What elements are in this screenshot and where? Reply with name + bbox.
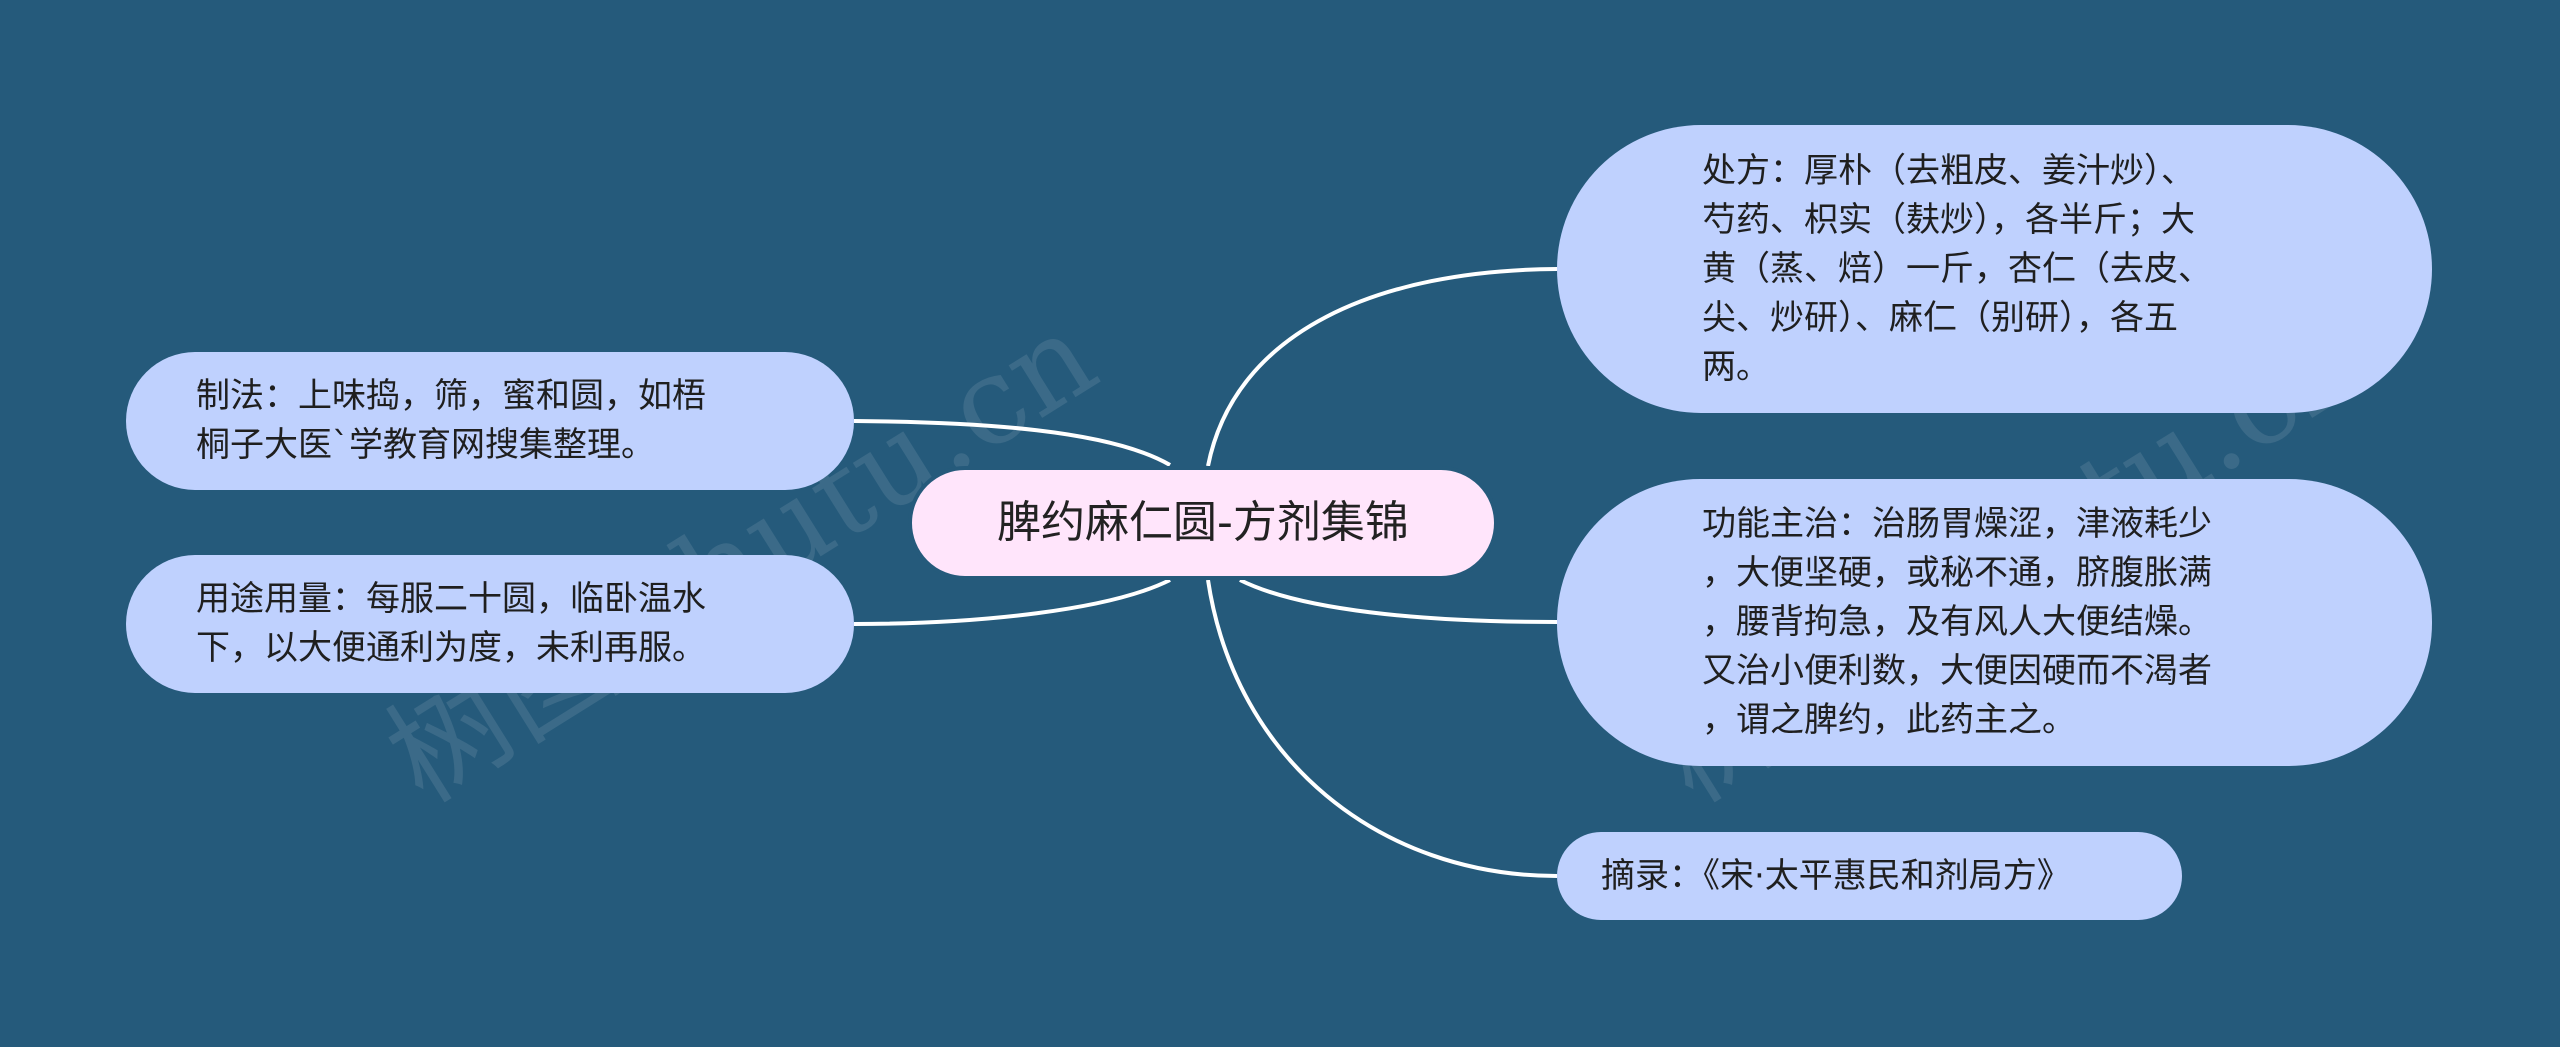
topic-node-yongtu[interactable]: 用途用量：每服二十圆，临卧温水 下，以大便通利为度，未利再服。	[126, 555, 854, 693]
connector-gongneng	[1239, 578, 1558, 624]
central-topic[interactable]: 脾约麻仁圆-方剂集锦	[908, 466, 1498, 580]
connector-zhailu	[1206, 579, 1558, 878]
topic-node-chufang[interactable]: 处方：厚朴（去粗皮、姜汁炒）、 芍药、枳实（麸炒），各半斤；大 黄（蒸、焙）一斤…	[1557, 125, 2432, 413]
connector-zhifa	[853, 419, 1172, 467]
topic-text: 制法：上味捣，筛，蜜和圆，如梧 桐子大医`学教育网搜集整理。	[196, 376, 706, 465]
connector-yongtu	[853, 578, 1171, 626]
topic-node-gongneng[interactable]: 功能主治：治肠胃燥涩，津液耗少 ，大便坚硬，或秘不通，脐腹胀满 ，腰背拘急，及有…	[1557, 479, 2432, 766]
topic-text: 功能主治：治肠胃燥涩，津液耗少 ，大便坚硬，或秘不通，脐腹胀满 ，腰背拘急，及有…	[1702, 504, 2212, 740]
topic-text: 用途用量：每服二十圆，临卧温水 下，以大便通利为度，未利再服。	[196, 579, 706, 668]
topic-text: 处方：厚朴（去粗皮、姜汁炒）、 芍药、枳实（麸炒），各半斤；大 黄（蒸、焙）一斤…	[1702, 150, 2212, 387]
topic-text: 摘录：《宋·太平惠民和剂局方》	[1601, 855, 2071, 896]
topic-node-zhailu[interactable]: 摘录：《宋·太平惠民和剂局方》	[1557, 832, 2182, 920]
topic-node-zhifa[interactable]: 制法：上味捣，筛，蜜和圆，如梧 桐子大医`学教育网搜集整理。	[126, 352, 854, 490]
central-topic-label: 脾约麻仁圆-方剂集锦	[997, 497, 1409, 548]
connector-chufang	[1206, 267, 1558, 467]
